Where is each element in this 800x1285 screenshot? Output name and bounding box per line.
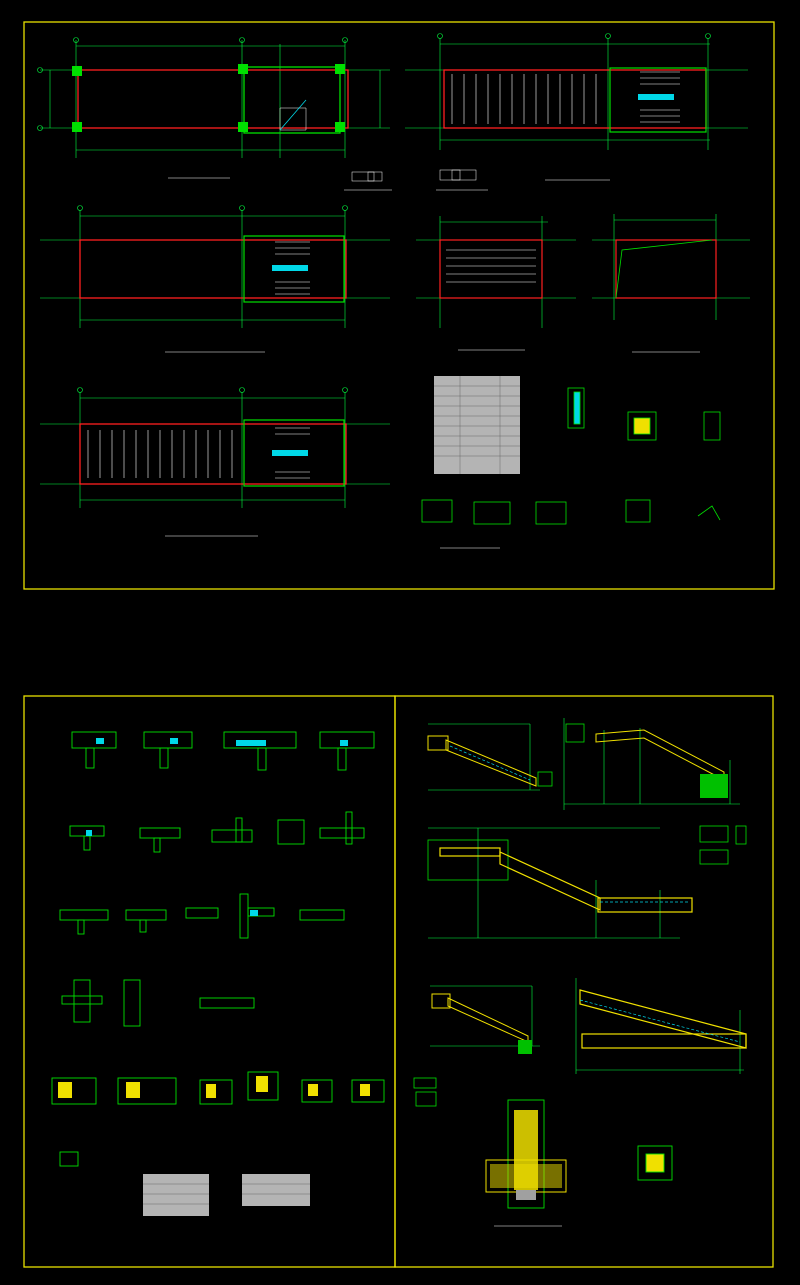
small-detail-right <box>699 825 747 865</box>
plan-roof <box>416 216 576 351</box>
plan-ground-floor <box>37 37 390 179</box>
plate-detail <box>637 1145 673 1181</box>
stair-section-b <box>563 718 740 810</box>
plan-third-floor <box>40 205 390 353</box>
sheet-1-frame <box>23 21 775 590</box>
plan-landing <box>592 214 750 353</box>
stair-section-d <box>430 985 540 1054</box>
column-base-detail <box>485 1099 567 1227</box>
sheet2-tables <box>143 1174 310 1216</box>
sheet-3 <box>413 718 747 1227</box>
plan-fourth-floor <box>40 387 390 537</box>
sheet-2 <box>51 731 385 1216</box>
stair-section-e <box>575 978 747 1074</box>
detail-group-sheet1 <box>421 387 721 525</box>
sheet-1 <box>37 33 750 549</box>
stair-section-a <box>427 723 553 791</box>
legend-symbols <box>344 169 488 191</box>
plan-second-floor <box>405 33 748 181</box>
stair-section-c <box>427 827 693 939</box>
small-detail-left <box>413 1077 437 1107</box>
sheet-3-frame <box>394 695 774 1268</box>
material-table <box>434 376 520 474</box>
